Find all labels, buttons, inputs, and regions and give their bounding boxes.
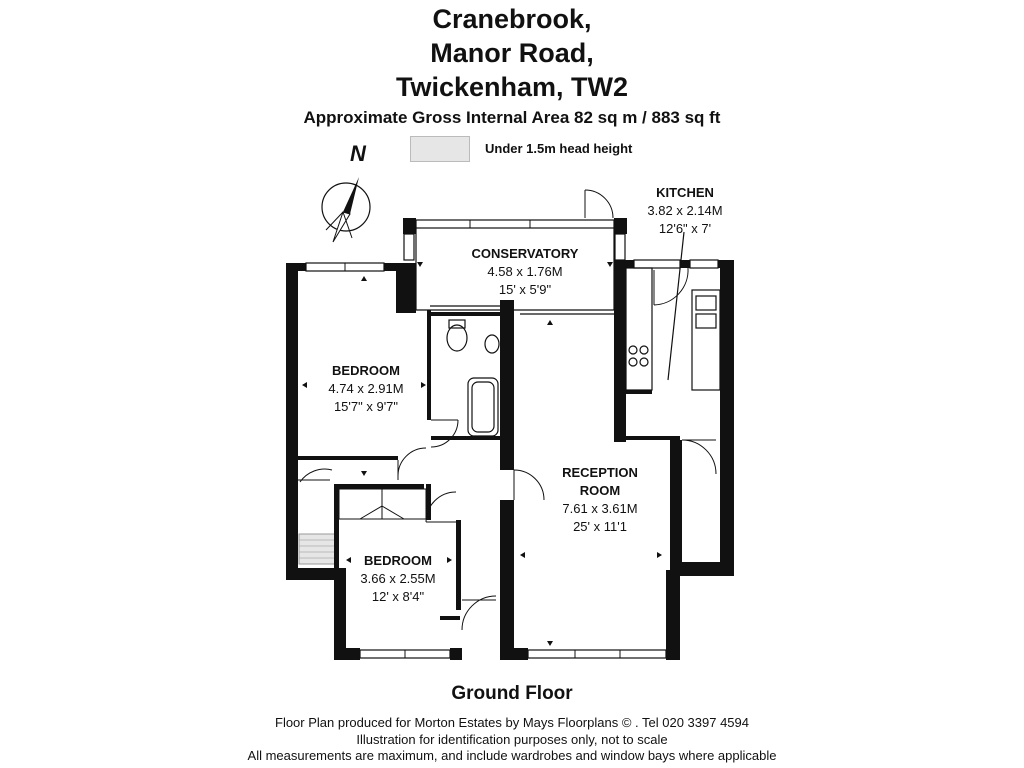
room-label-conservatory: CONSERVATORY 4.58 x 1.76M 15' x 5'9" — [470, 245, 580, 299]
conservatory-outline — [415, 228, 615, 315]
conservatory-metric: 4.58 x 1.76M — [487, 264, 563, 279]
kitchen-metric: 3.82 x 2.14M — [647, 203, 723, 218]
bedroom2-name: BEDROOM — [364, 553, 432, 568]
north-compass-icon: N — [321, 141, 371, 243]
kitchen-name: KITCHEN — [656, 185, 714, 200]
room-label-reception: RECEPTION ROOM 7.61 x 3.61M 25' x 11'1 — [548, 464, 652, 536]
kitchen-fixtures — [625, 231, 721, 391]
conservatory-name: CONSERVATORY — [471, 246, 579, 261]
interior-walls — [298, 310, 680, 620]
reception-name: RECEPTION — [562, 465, 638, 480]
dimension-markers — [302, 262, 662, 646]
bedroom1-metric: 4.74 x 2.91M — [328, 381, 404, 396]
room-label-bedroom-1: BEDROOM 4.74 x 2.91M 15'7" x 9'7" — [316, 362, 416, 416]
room-label-kitchen: KITCHEN 3.82 x 2.14M 12'6" x 7' — [640, 184, 730, 238]
footer-line-3: All measurements are maximum, and includ… — [247, 748, 777, 763]
bedroom2-imperial: 12' x 8'4" — [371, 589, 425, 604]
kitchen-imperial: 12'6" x 7' — [658, 221, 712, 236]
bedroom2-metric: 3.66 x 2.55M — [360, 571, 436, 586]
reception-name-2: ROOM — [579, 483, 621, 498]
reception-metric: 7.61 x 3.61M — [562, 501, 638, 516]
bedroom1-imperial: 15'7" x 9'7" — [333, 399, 399, 414]
low-headroom-legend-swatch — [410, 136, 470, 162]
low-headroom-legend-label: Under 1.5m head height — [485, 141, 633, 156]
wardrobes — [338, 488, 427, 520]
exterior-walls — [286, 218, 734, 660]
room-label-bedroom-2: BEDROOM 3.66 x 2.55M 12' x 8'4" — [350, 552, 446, 606]
address-line-2: Manor Road, — [430, 38, 594, 68]
bedroom1-name: BEDROOM — [332, 363, 400, 378]
address-line-1: Cranebrook, — [432, 4, 592, 34]
conservatory-imperial: 15' x 5'9" — [498, 282, 552, 297]
doors — [298, 189, 717, 631]
footer-line-2: Illustration for identification purposes… — [356, 732, 668, 747]
bathroom-fixtures — [446, 319, 500, 437]
reception-imperial: 25' x 11'1 — [573, 519, 627, 534]
compass-north-label: N — [350, 141, 367, 166]
floor-label: Ground Floor — [451, 683, 573, 704]
low-headroom-area — [298, 533, 336, 565]
address-line-3: Twickenham, TW2 — [395, 72, 629, 102]
footer-line-1: Floor Plan produced for Morton Estates b… — [275, 715, 749, 730]
gross-internal-area: Approximate Gross Internal Area 82 sq m … — [303, 108, 721, 127]
